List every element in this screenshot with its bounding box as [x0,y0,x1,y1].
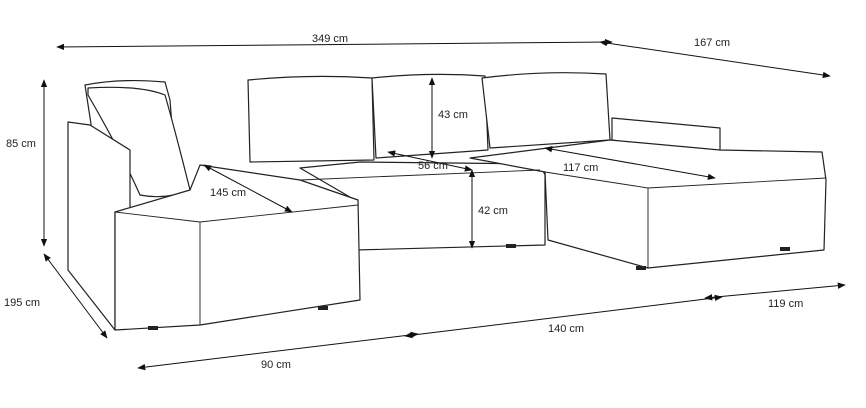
label-seat-height: 42 cm [478,205,508,217]
label-left-width: 90 cm [261,359,291,371]
label-height: 85 cm [6,138,36,150]
dim-arrow-middle-width [404,294,723,339]
back-cushion-3 [371,73,489,159]
label-right-chaise: 117 cm [563,162,598,174]
label-right-width: 119 cm [768,298,803,310]
foot [780,247,790,251]
foot [318,306,328,310]
label-middle-width: 140 cm [548,323,584,335]
dim-arrow-right-width [704,282,846,301]
back-cushion-2 [247,75,375,163]
seat-front-edge [299,169,541,181]
dim-arrow-left-chaise [203,164,293,213]
left-chaise [114,164,361,331]
foot [506,244,516,248]
dim-arrow-left-depth [43,253,108,339]
label-167: 167 cm [694,37,730,49]
dimension-lines [40,38,846,371]
foot [636,266,646,270]
sofa-drawing [67,72,827,331]
label-total-width: 349 cm [312,33,348,45]
label-seat-depth: 56 cm [418,160,448,172]
dim-arrow-total-width [56,38,613,51]
label-left-chaise: 145 cm [210,187,246,199]
label-left-depth: 195 cm [4,297,40,309]
left-chaise-edge [114,204,359,325]
back-cushion-4 [481,72,611,149]
dim-arrow-left-width [137,331,419,371]
dim-arrow-right-chaise [544,146,716,180]
label-back-cushion: 43 cm [438,109,468,121]
dim-arrow-167 [599,39,831,79]
foot [148,326,158,330]
dim-arrow-seat-depth [387,150,473,172]
dimension-labels: 349 cm 167 cm 85 cm 43 cm 56 cm 117 cm 1… [4,33,803,371]
